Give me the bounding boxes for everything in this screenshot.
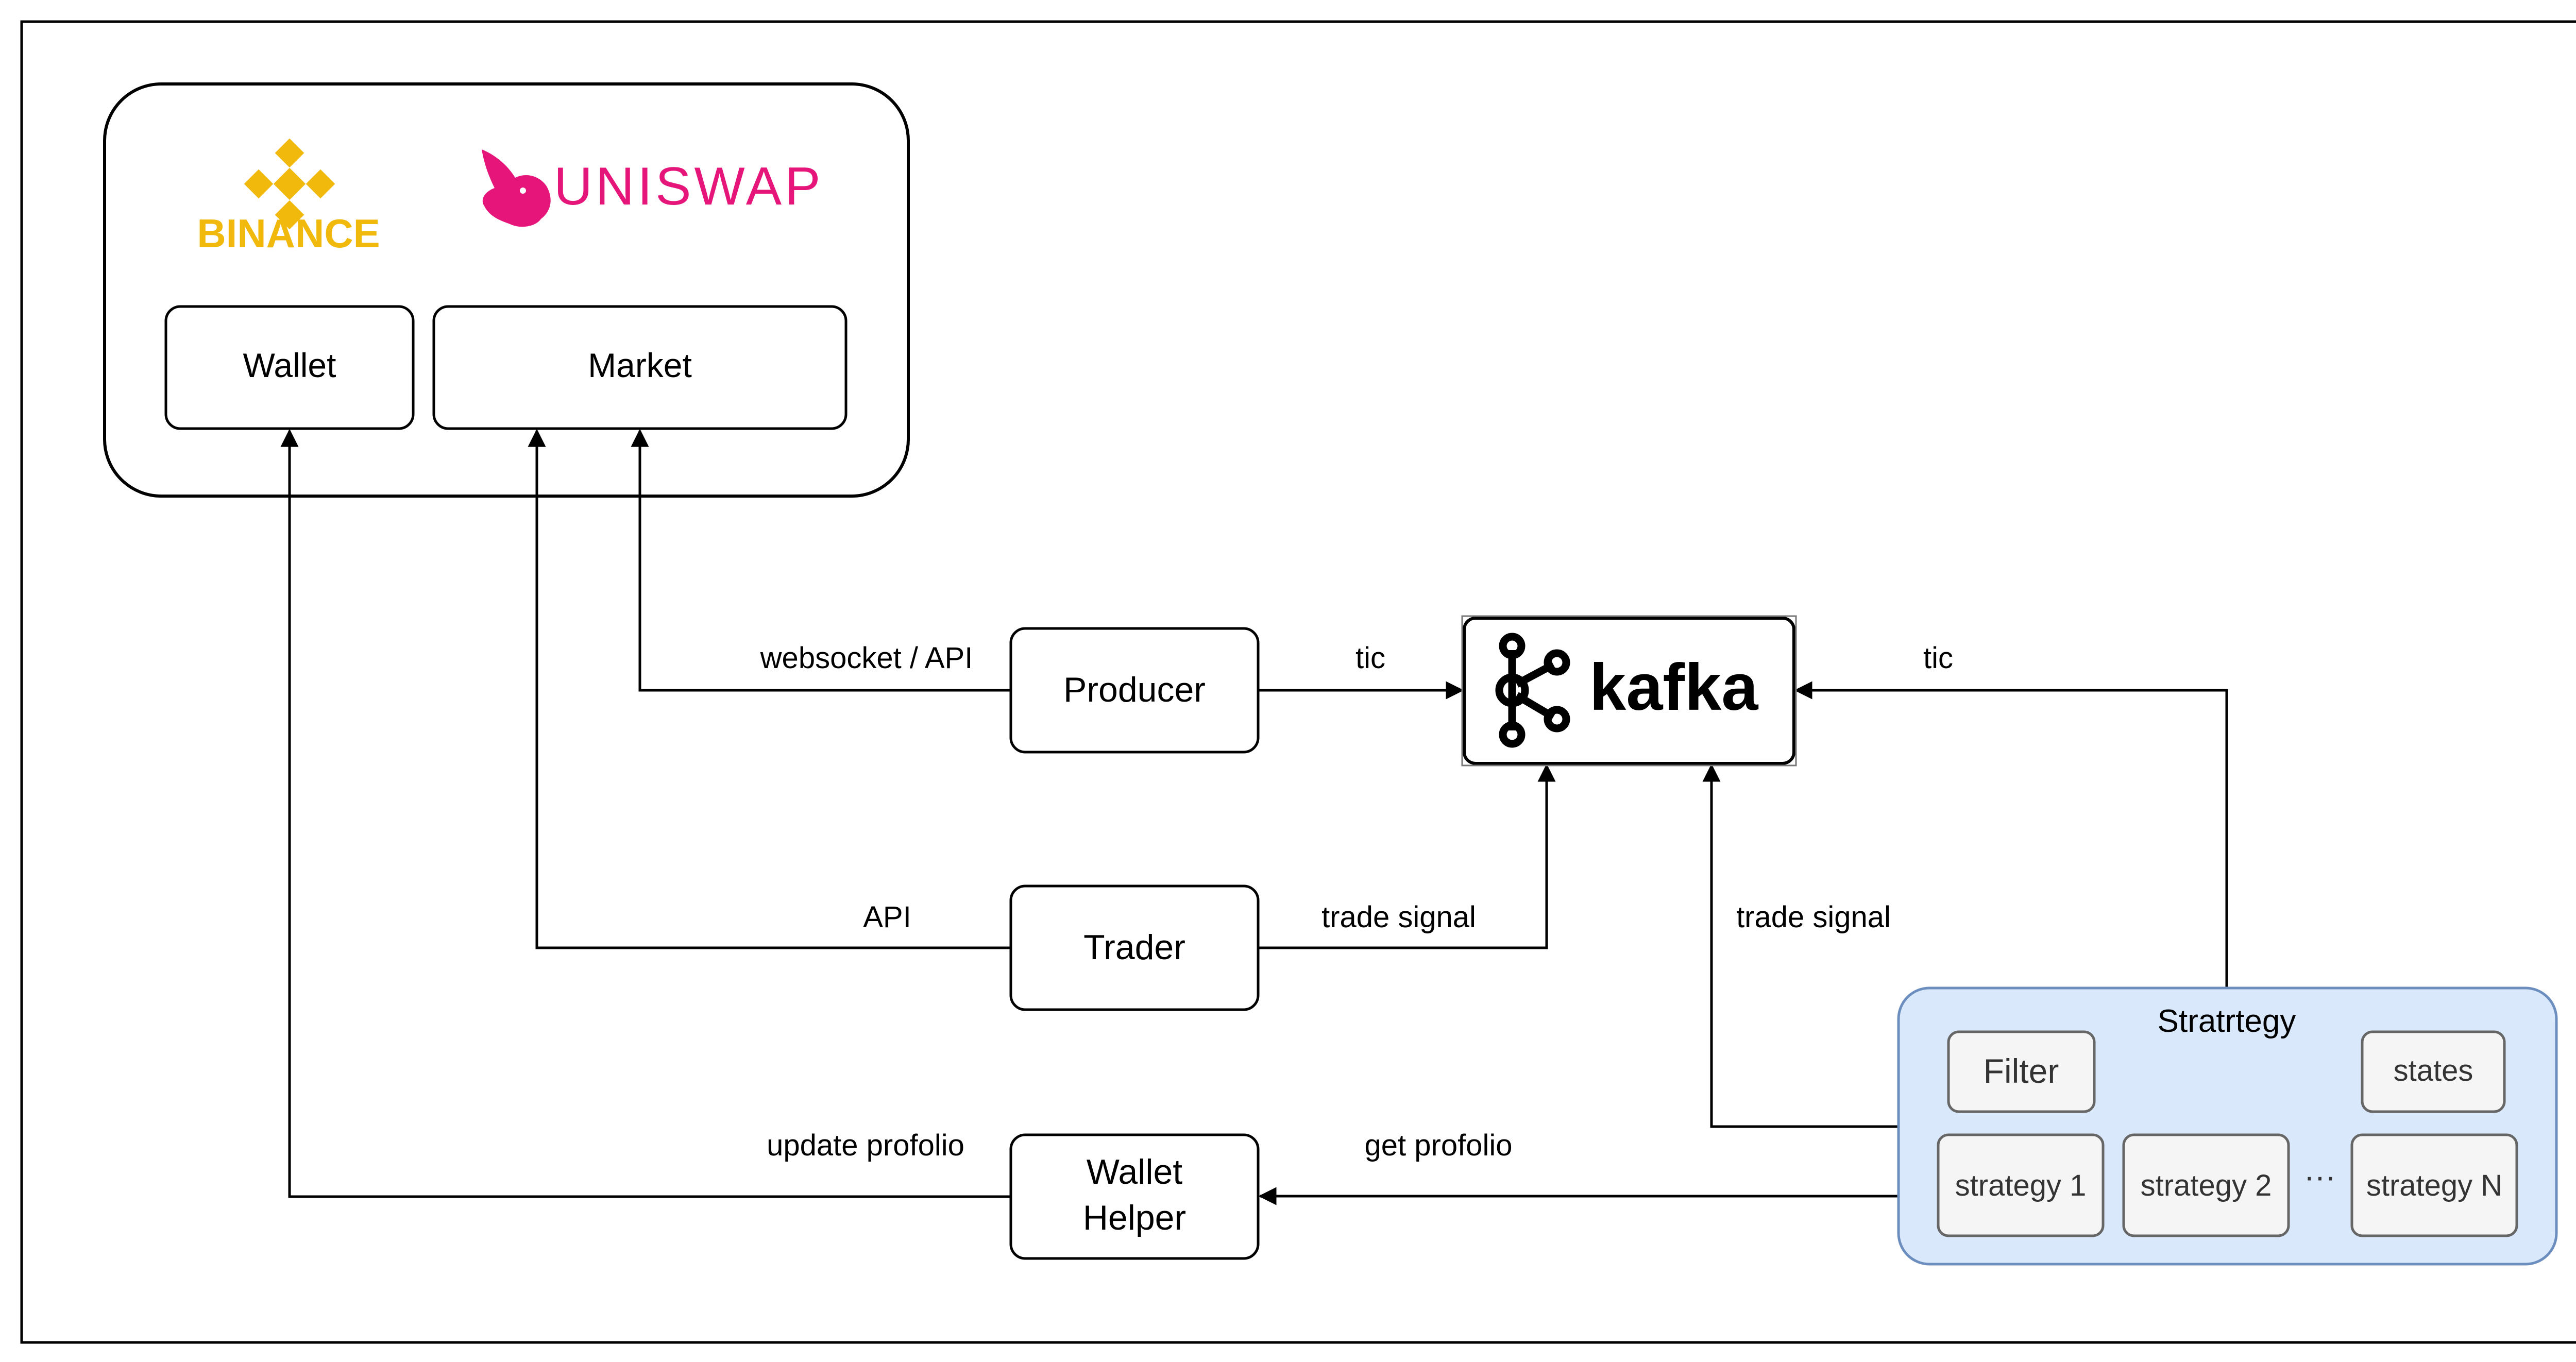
- wallet-helper-label-line2: Helper: [1083, 1198, 1186, 1237]
- kafka-node[interactable]: kafka: [1461, 615, 1797, 767]
- strategy-title: Stratrtegy: [2158, 1003, 2296, 1039]
- producer-label: Producer: [1063, 670, 1206, 709]
- label-strategy-tic: tic: [1923, 641, 1953, 675]
- label-api: API: [863, 900, 911, 934]
- strategy-ellipsis: ···: [2304, 1159, 2336, 1195]
- uniswap-logo: UNISWAP: [482, 149, 824, 227]
- edge-strategy-signal-to-kafka: [1702, 763, 1899, 1128]
- market-label: Market: [588, 346, 692, 384]
- binance-wordmark: BINANCE: [197, 211, 380, 256]
- strategy-container[interactable]: Stratrtegy Filter states strategy 1 stra…: [1897, 986, 2558, 1266]
- label-update-portfolio: update profolio: [767, 1129, 964, 1162]
- strategy-2-label: strategy 2: [2141, 1169, 2272, 1202]
- edge-trader-to-kafka: [1258, 763, 1556, 949]
- wallet-box[interactable]: Wallet: [164, 305, 415, 430]
- strategy-1-label: strategy 1: [1955, 1169, 2087, 1202]
- edge-wallethelper-to-wallet: [280, 429, 1011, 1198]
- wallet-label: Wallet: [243, 346, 336, 384]
- trader-node[interactable]: Trader: [1009, 884, 1260, 1011]
- filter-box[interactable]: Filter: [1947, 1030, 2096, 1113]
- label-strategy-signal: trade signal: [1736, 900, 1891, 934]
- uniswap-wordmark: UNISWAP: [554, 157, 824, 216]
- wallet-helper-label-line1: Wallet: [1087, 1152, 1183, 1191]
- wallet-helper-node[interactable]: Wallet Helper: [1009, 1133, 1260, 1260]
- label-producer-tic: tic: [1355, 641, 1385, 675]
- strategy-n-label: strategy N: [2366, 1169, 2502, 1202]
- strategy-2-box[interactable]: strategy 2: [2122, 1133, 2290, 1237]
- states-label: states: [2394, 1054, 2473, 1087]
- producer-node[interactable]: Producer: [1009, 627, 1260, 754]
- market-box[interactable]: Market: [432, 305, 848, 430]
- exchange-container: BINANCE UNISWAP Wallet Market: [103, 82, 910, 498]
- states-box[interactable]: states: [2361, 1030, 2506, 1113]
- edge-strategy-tic-to-kafka: [1794, 681, 2228, 988]
- edge-labels: websocket / API tic API trade signal tra…: [760, 641, 1953, 1162]
- edge-trader-to-market: [528, 429, 1011, 949]
- label-get-portfolio: get profolio: [1365, 1129, 1513, 1162]
- strategy-n-box[interactable]: strategy N: [2350, 1133, 2518, 1237]
- label-trader-signal: trade signal: [1321, 900, 1476, 934]
- strategy-1-box[interactable]: strategy 1: [1937, 1133, 2105, 1237]
- kafka-wordmark: kafka: [1589, 651, 1758, 724]
- connectors: [280, 429, 2228, 1205]
- label-websocket-api: websocket / API: [760, 641, 973, 675]
- filter-label: Filter: [1984, 1052, 2059, 1090]
- edge-producer-to-market: [631, 429, 1011, 692]
- unicorn-icon: [482, 149, 551, 227]
- trader-label: Trader: [1083, 928, 1185, 967]
- kafka-icon: [1495, 633, 1570, 748]
